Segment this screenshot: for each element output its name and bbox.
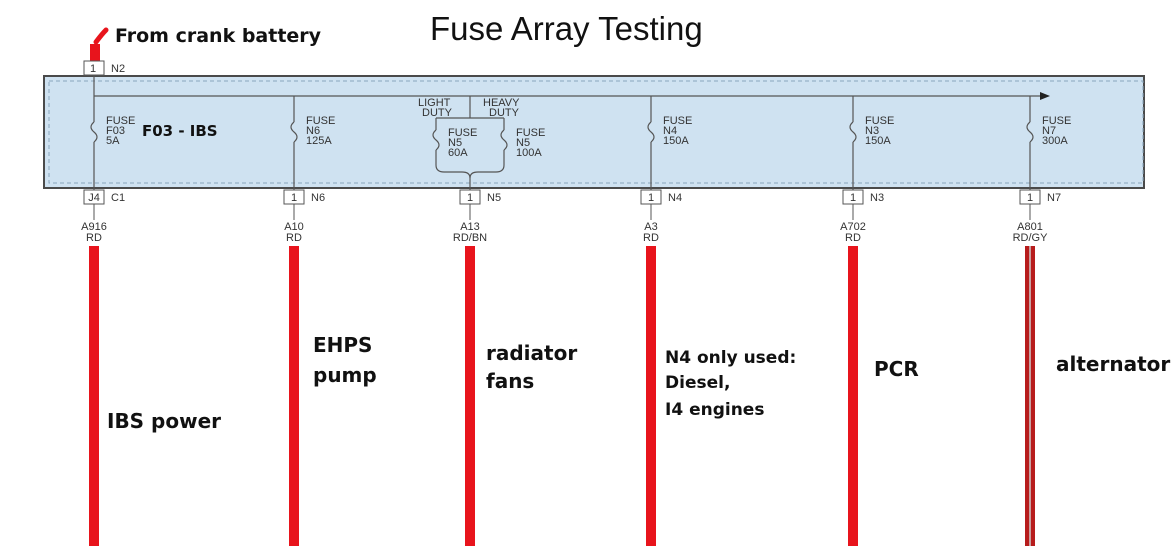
load-label: radiator [486, 341, 577, 365]
connector-label: N4 [668, 192, 682, 204]
input-pin-label: 1 [90, 63, 96, 75]
fuse-label: N7 [1042, 125, 1056, 137]
wire-n6 [289, 246, 299, 546]
fuse-symbol-icon [849, 121, 857, 143]
connector-label: C1 [111, 192, 125, 204]
fuse-label: 60A [448, 147, 468, 159]
fuse-label: 125A [306, 135, 332, 147]
connector-label: N5 [487, 192, 501, 204]
red-check-mark-icon [93, 27, 109, 45]
pin-label: 1 [850, 192, 856, 204]
pin-label: J4 [88, 192, 100, 204]
bus-arrow-icon [1040, 92, 1050, 100]
fuse-symbol-icon [500, 129, 508, 151]
fuse-symbol-icon [90, 121, 98, 143]
fuse-label: F03 [106, 125, 125, 137]
load-label: EHPS [313, 333, 372, 357]
load-label: N4 only used: [665, 348, 796, 368]
wire-n4 [646, 246, 656, 546]
pin-label: 1 [1027, 192, 1033, 204]
fuse-label: FUSE [516, 127, 545, 139]
wire-code-label: A916 [81, 221, 107, 233]
connector-label: N6 [311, 192, 325, 204]
connector-label: N3 [870, 192, 884, 204]
page-title: Fuse Array Testing [430, 10, 703, 47]
wire-f03 [89, 246, 99, 546]
fuse-panel [43, 75, 1145, 189]
wire-color-label: RD/GY [1013, 232, 1049, 244]
fuse-label: 300A [1042, 135, 1068, 147]
wire-code-label: A10 [284, 221, 304, 233]
fuse-label: 5A [106, 135, 120, 147]
fuse-label: FUSE [306, 115, 335, 127]
input-wire [90, 44, 100, 62]
fuse-label: N4 [663, 125, 677, 137]
wire-color-label: RD [86, 232, 102, 244]
heavy-duty-label: HEAVY [483, 97, 520, 109]
wire-n3 [848, 246, 858, 546]
pin-label: 1 [648, 192, 654, 204]
pin-label: 1 [291, 192, 297, 204]
load-label: I4 engines [665, 400, 764, 420]
load-label: Diesel, [665, 373, 730, 393]
input-connector-label: N2 [111, 63, 125, 75]
fuse-label: FUSE [663, 115, 692, 127]
fuse-symbol-icon [1026, 121, 1034, 143]
load-label: alternator [1056, 352, 1170, 376]
load-label: PCR [874, 357, 919, 381]
fuse-label: N6 [306, 125, 320, 137]
wire-code-label: A801 [1017, 221, 1043, 233]
input-note: From crank battery [115, 25, 322, 47]
fuse-symbol-icon [432, 129, 440, 151]
fuse-panel-inner-border [48, 80, 1144, 184]
heavy-duty-label: DUTY [489, 107, 520, 119]
wire-color-label: RD [286, 232, 302, 244]
light-duty-label: DUTY [422, 107, 453, 119]
connector-label: N7 [1047, 192, 1061, 204]
fuse-label: FUSE [106, 115, 135, 127]
fuse-label: N5 [448, 137, 462, 149]
light-duty-label: LIGHT [418, 97, 451, 109]
fuse-label: 150A [865, 135, 891, 147]
fuse-label: 100A [516, 147, 542, 159]
wire-code-label: A702 [840, 221, 866, 233]
fuse-label: FUSE [448, 127, 477, 139]
wire-n5 [465, 246, 475, 546]
load-label: fans [486, 369, 534, 393]
load-label: pump [313, 363, 377, 387]
fuse-symbol-icon [290, 121, 298, 143]
fuse-label: FUSE [1042, 115, 1071, 127]
fuse-label: N3 [865, 125, 879, 137]
parallel-split-line [435, 117, 505, 130]
fuse-label: FUSE [865, 115, 894, 127]
fuse-annotation: F03 - IBS [142, 122, 218, 140]
fuse-label: 150A [663, 135, 689, 147]
load-label: IBS power [107, 409, 221, 433]
wire-code-label: A13 [460, 221, 480, 233]
wire-code-label: A3 [644, 221, 657, 233]
fuse-symbol-icon [647, 121, 655, 143]
wire-stripe [1029, 246, 1031, 546]
pin-label: 1 [467, 192, 473, 204]
fuse-label: N5 [516, 137, 530, 149]
wire-color-label: RD [845, 232, 861, 244]
wire-color-label: RD [643, 232, 659, 244]
wire-color-label: RD/BN [453, 232, 487, 244]
